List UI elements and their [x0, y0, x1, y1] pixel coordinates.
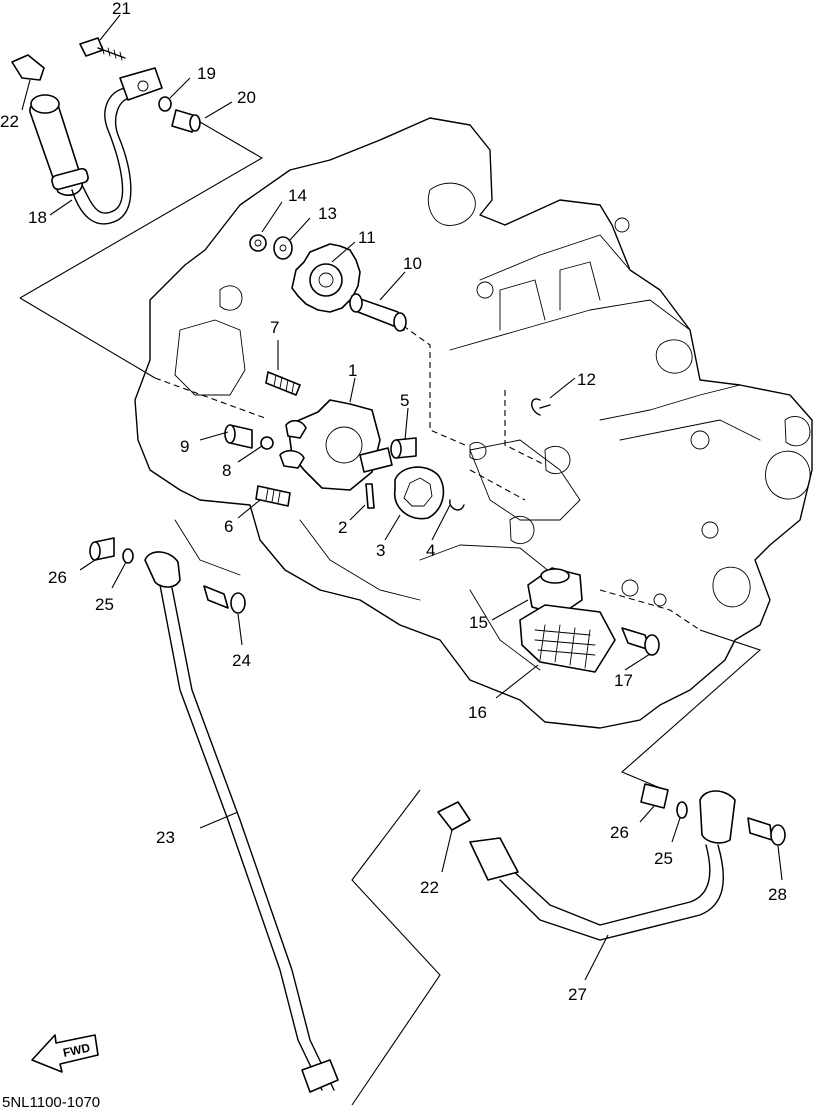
callout-26-left: 26	[48, 568, 67, 587]
callout-27: 27	[568, 985, 587, 1004]
callout-18: 18	[28, 208, 47, 227]
callout-19: 19	[197, 64, 216, 83]
diagram-code: 5NL1100-1070	[2, 1094, 100, 1109]
callout-10: 10	[403, 254, 422, 273]
callout-25-right: 25	[654, 849, 673, 868]
callout-26-right: 26	[610, 823, 629, 842]
callout-15: 15	[469, 613, 488, 632]
callout-22-lower: 22	[420, 878, 439, 897]
callout-5: 5	[400, 391, 409, 410]
leader-lines	[21, 14, 783, 981]
callout-8: 8	[222, 461, 231, 480]
callout-6: 6	[224, 517, 233, 536]
callout-23: 23	[156, 828, 175, 847]
callout-9: 9	[180, 437, 189, 456]
upper-oil-hose-assembly	[11, 37, 201, 225]
callout-24: 24	[232, 651, 251, 670]
callout-7: 7	[270, 318, 279, 337]
callout-25-left: 25	[95, 595, 114, 614]
assembly-guide-lines	[19, 121, 762, 1106]
callout-17: 17	[614, 671, 633, 690]
crankcase-outline	[134, 117, 813, 729]
callout-16: 16	[468, 703, 487, 722]
callout-14: 14	[288, 186, 307, 205]
callout-13: 13	[318, 204, 337, 223]
fwd-arrow-icon: FWD	[31, 1034, 99, 1073]
callout-labels: 21 22 19 20 18 14 13 11 10 7 1 5 12 9 8 …	[0, 0, 787, 1004]
oil-pump-group	[224, 371, 551, 520]
callout-22-upper: 22	[0, 112, 19, 131]
callout-4: 4	[426, 541, 435, 560]
callout-28: 28	[768, 885, 787, 904]
callout-3: 3	[376, 541, 385, 560]
callout-2: 2	[338, 518, 347, 537]
callout-21: 21	[112, 0, 131, 18]
fwd-label: FWD	[62, 1040, 92, 1059]
callout-20: 20	[237, 88, 256, 107]
callout-1: 1	[348, 361, 357, 380]
drive-gear-group	[249, 234, 407, 332]
lower-oil-pipes	[89, 537, 786, 1093]
oil-strainer-group	[519, 567, 660, 673]
callout-12: 12	[577, 370, 596, 389]
callout-11: 11	[358, 228, 376, 247]
